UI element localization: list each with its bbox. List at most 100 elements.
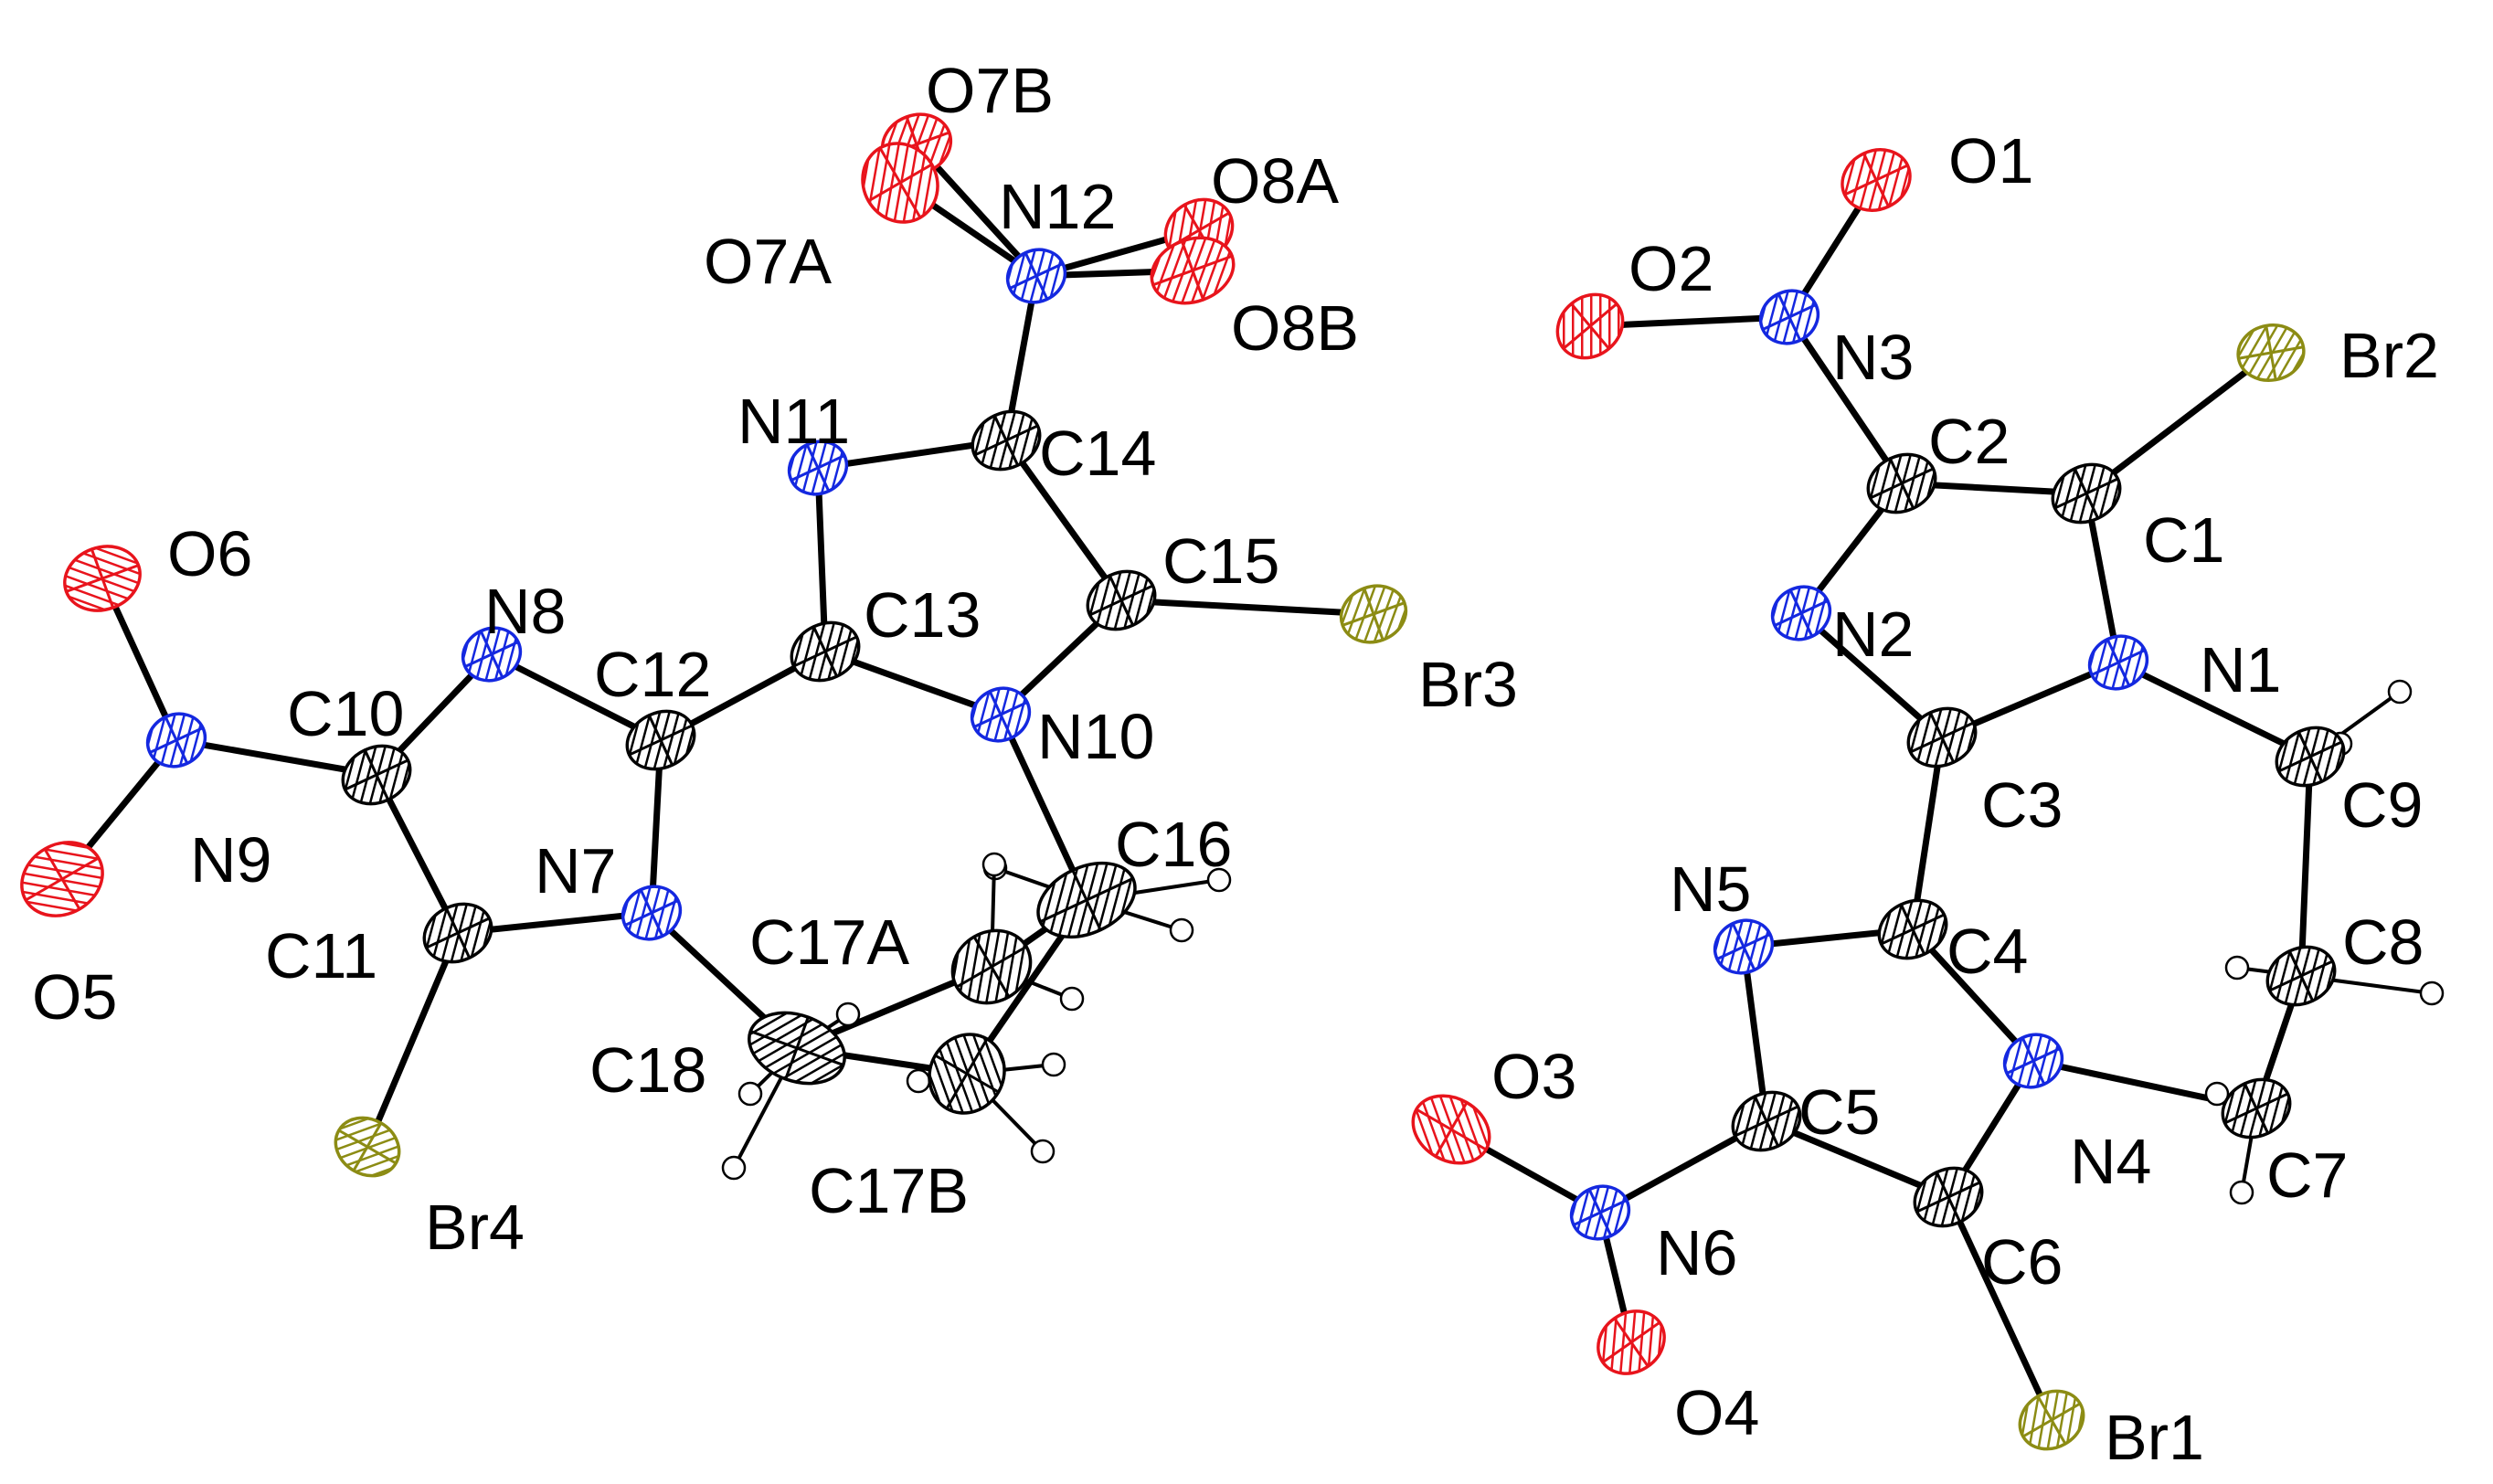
hydrogen-atom xyxy=(1030,1139,1056,1164)
bond-c15-br3 xyxy=(1118,597,1377,618)
atom-label-n11: N11 xyxy=(737,386,850,457)
atom-label-n8: N8 xyxy=(484,576,566,647)
atom-label-br3: Br3 xyxy=(1418,649,1518,720)
atom-label-c6: C6 xyxy=(1981,1226,2063,1298)
atom-c10 xyxy=(341,744,412,806)
bond-n11-c13 xyxy=(814,464,829,655)
atom-label-c9: C9 xyxy=(2341,769,2423,841)
atom-label-c4: C4 xyxy=(1947,916,2028,987)
atom-label-n1: N1 xyxy=(2200,634,2281,705)
atom-label-o5: O5 xyxy=(32,961,117,1033)
hydrogen-atom xyxy=(1206,867,1232,893)
hydrogen-atom xyxy=(2224,955,2250,980)
hydrogen-atom xyxy=(1169,917,1194,943)
atom-label-c16: C16 xyxy=(1115,809,1232,880)
atom-n10 xyxy=(970,686,1032,743)
atom-label-c1: C1 xyxy=(2143,504,2224,576)
atom-br4 xyxy=(334,1116,401,1178)
atom-c11 xyxy=(422,902,493,964)
atom-n3 xyxy=(1758,289,1820,345)
atom-label-n4: N4 xyxy=(2070,1126,2151,1197)
atom-c14 xyxy=(971,409,1042,472)
atom-label-c11: C11 xyxy=(265,920,377,991)
hydrogen-atom xyxy=(2419,980,2445,1006)
bond-c11-br4 xyxy=(364,929,461,1150)
atom-c15 xyxy=(1086,569,1157,631)
atom-n12 xyxy=(1005,248,1067,304)
atom-c1 xyxy=(2051,462,2122,525)
bond-n2-c3 xyxy=(1798,610,1946,741)
atom-c9 xyxy=(2275,726,2346,788)
bond-n1-c9 xyxy=(2115,659,2314,760)
atom-label-n7: N7 xyxy=(535,835,616,906)
atom-o7a xyxy=(861,142,939,224)
atom-c6 xyxy=(1913,1166,1984,1228)
bond-c3-c4 xyxy=(1909,734,1946,933)
atom-label-o6: O6 xyxy=(167,518,252,589)
bond-c10-c11 xyxy=(373,771,461,937)
atom-c3 xyxy=(1906,706,1978,768)
atom-label-o2: O2 xyxy=(1628,233,1713,304)
bond-c1-br2 xyxy=(2083,349,2275,497)
hydrogen-atom xyxy=(721,1155,747,1181)
atom-c18 xyxy=(748,1011,846,1086)
atom-label-c17b: C17B xyxy=(809,1155,969,1226)
atom-label-c5: C5 xyxy=(1798,1076,1880,1148)
atom-label-o7b: O7B xyxy=(926,55,1054,126)
atom-label-o4: O4 xyxy=(1674,1377,1759,1448)
atom-c4 xyxy=(1877,898,1948,960)
atom-label-c12: C12 xyxy=(594,639,711,710)
atom-label-n2: N2 xyxy=(1832,599,1914,670)
atom-c16 xyxy=(1036,861,1137,939)
atom-o1 xyxy=(1841,148,1912,212)
atom-label-c8: C8 xyxy=(2342,906,2424,978)
atom-label-c7: C7 xyxy=(2266,1140,2348,1211)
atom-n4 xyxy=(2002,1033,2064,1089)
bond-c10-n9 xyxy=(173,737,380,779)
atom-n5 xyxy=(1713,918,1775,975)
atom-br2 xyxy=(2236,323,2306,382)
hydrogen-atom xyxy=(1059,986,1085,1012)
atom-n6 xyxy=(1569,1184,1631,1241)
atom-label-n3: N3 xyxy=(1832,322,1914,393)
atom-label-o1: O1 xyxy=(1948,125,2033,196)
atom-n1 xyxy=(2087,634,2149,691)
atom-label-c10: C10 xyxy=(287,678,404,749)
bond-c5-c6 xyxy=(1763,1118,1952,1201)
atom-o5 xyxy=(20,841,104,917)
atom-label-br2: Br2 xyxy=(2339,320,2439,391)
bond-c6-br1 xyxy=(1945,1193,2055,1424)
atom-o8b xyxy=(1150,236,1236,305)
atom-c5 xyxy=(1731,1090,1802,1152)
atom-c12 xyxy=(625,709,696,771)
atom-label-o8b: O8B xyxy=(1231,292,1359,364)
atom-n2 xyxy=(1770,585,1832,641)
atom-o4 xyxy=(1597,1309,1666,1375)
atoms-layer xyxy=(20,112,2346,1451)
atom-o3 xyxy=(1411,1094,1491,1165)
atom-br3 xyxy=(1339,584,1408,644)
atom-label-c18: C18 xyxy=(589,1034,706,1106)
bond-n3-c2 xyxy=(1786,313,1905,487)
atom-label-o7a: O7A xyxy=(704,226,832,297)
atom-label-c3: C3 xyxy=(1981,769,2063,841)
hydrogen-atom xyxy=(2229,1180,2254,1205)
atom-label-n9: N9 xyxy=(190,824,271,896)
atom-label-br4: Br4 xyxy=(425,1192,525,1263)
atom-n9 xyxy=(145,712,207,768)
atom-label-c13: C13 xyxy=(864,579,981,651)
hydrogen-atom xyxy=(1041,1052,1066,1077)
atom-label-br1: Br1 xyxy=(2105,1402,2204,1473)
hydrogen-atom xyxy=(981,852,1007,877)
hydrogen-atom xyxy=(737,1081,763,1107)
atom-c8 xyxy=(2265,945,2337,1007)
atom-label-o8a: O8A xyxy=(1211,145,1339,217)
atom-label-c2: C2 xyxy=(1928,406,2010,477)
hydrogen-atom xyxy=(835,1002,861,1027)
atom-label-n10: N10 xyxy=(1037,701,1154,772)
bond-c14-c15 xyxy=(1003,437,1125,604)
hydrogen-atom xyxy=(2387,679,2413,705)
hydrogen-atom xyxy=(906,1068,931,1094)
